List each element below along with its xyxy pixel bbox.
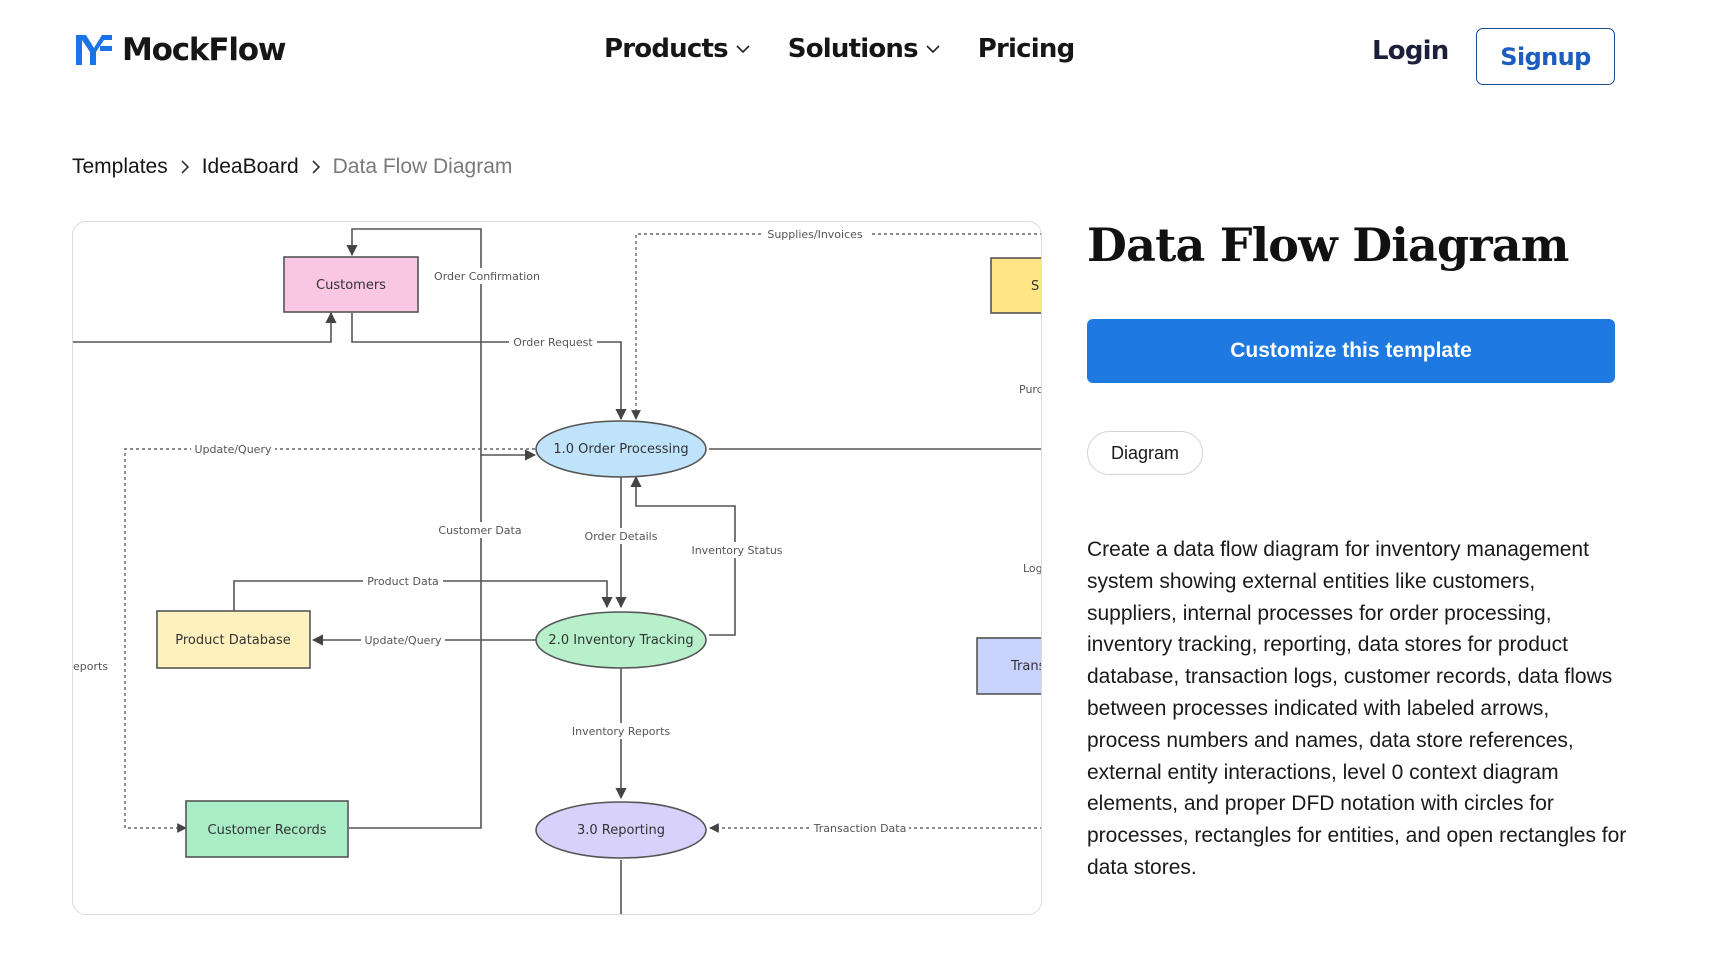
supplier-entity-partial: S [990, 257, 1041, 314]
customer-records-label: Customer Records [208, 823, 327, 838]
mockflow-logo[interactable]: MockFlow [74, 32, 286, 68]
reporting-process: 3.0 Reporting [535, 801, 707, 859]
flow-transaction-data: Transaction Data [813, 822, 907, 835]
site-header: MockFlow Products Solutions Pricing Logi… [0, 0, 1735, 110]
order-processing-process: 1.0 Order Processing [535, 420, 707, 478]
template-description: Create a data flow diagram for inventory… [1087, 538, 1627, 879]
reporting-label: 3.0 Reporting [577, 823, 665, 838]
main-nav: Products Solutions Pricing [604, 34, 1075, 64]
flow-labels: Supplies/Invoices Order Confirmation Ord… [73, 226, 1042, 836]
customers-entity: Customers [283, 256, 419, 313]
chevron-down-icon [926, 45, 940, 54]
nav-pricing[interactable]: Pricing [978, 34, 1075, 64]
login-link[interactable]: Login [1372, 36, 1449, 66]
customers-label: Customers [316, 278, 386, 293]
chevron-right-icon [181, 160, 189, 174]
inventory-tracking-process: 2.0 Inventory Tracking [535, 611, 707, 669]
mockflow-logo-icon [76, 35, 112, 65]
flow-customer-data: Customer Data [438, 524, 521, 537]
chevron-right-icon [312, 160, 320, 174]
flow-order-confirmation: Order Confirmation [434, 270, 540, 283]
inventory-tracking-label: 2.0 Inventory Tracking [548, 633, 693, 648]
flow-update-query-top: Update/Query [195, 443, 272, 456]
breadcrumb-current: Data Flow Diagram [332, 155, 513, 178]
customer-records-store: Customer Records [185, 800, 349, 858]
category-tag[interactable]: Diagram [1087, 431, 1203, 475]
flow-purchase-partial: Purcl [1019, 383, 1042, 396]
flow-reports-partial: eports [73, 660, 108, 673]
flow-order-details: Order Details [585, 530, 658, 543]
product-database-store: Product Database [156, 610, 311, 669]
nav-pricing-label: Pricing [977, 34, 1075, 64]
flow-inventory-status: Inventory Status [691, 544, 782, 557]
logo-text: MockFlow [122, 32, 286, 68]
flow-supplies-invoices: Supplies/Invoices [767, 228, 863, 241]
signup-button[interactable]: Signup [1476, 28, 1615, 85]
chevron-down-icon [736, 45, 750, 54]
nav-solutions[interactable]: Solutions [788, 34, 940, 64]
order-processing-label: 1.0 Order Processing [553, 442, 688, 457]
transaction-partial-label: Trans [1010, 659, 1042, 674]
template-title: Data Flow Diagram [1087, 218, 1569, 272]
product-database-label: Product Database [175, 633, 291, 648]
data-flow-diagram-image: Supplies/Invoices Order Confirmation Ord… [73, 226, 1042, 914]
breadcrumb-templates[interactable]: Templates [72, 155, 168, 178]
flow-log-partial: Log [1023, 562, 1042, 575]
flow-update-query-mid: Update/Query [365, 634, 442, 647]
customize-template-button[interactable]: Customize this template [1087, 319, 1615, 383]
supplier-partial-label: S [1031, 279, 1039, 294]
flow-inventory-reports: Inventory Reports [572, 725, 671, 738]
nav-products-label: Products [604, 34, 729, 64]
flow-order-request: Order Request [513, 336, 593, 349]
nav-solutions-label: Solutions [787, 34, 919, 64]
template-preview[interactable]: Supplies/Invoices Order Confirmation Ord… [72, 221, 1042, 915]
breadcrumb: Templates IdeaBoard Data Flow Diagram [72, 155, 512, 179]
breadcrumb-ideaboard[interactable]: IdeaBoard [201, 155, 299, 178]
nav-products[interactable]: Products [604, 34, 750, 64]
transaction-store-partial: Trans [976, 637, 1042, 695]
flow-product-data: Product Data [367, 575, 439, 588]
